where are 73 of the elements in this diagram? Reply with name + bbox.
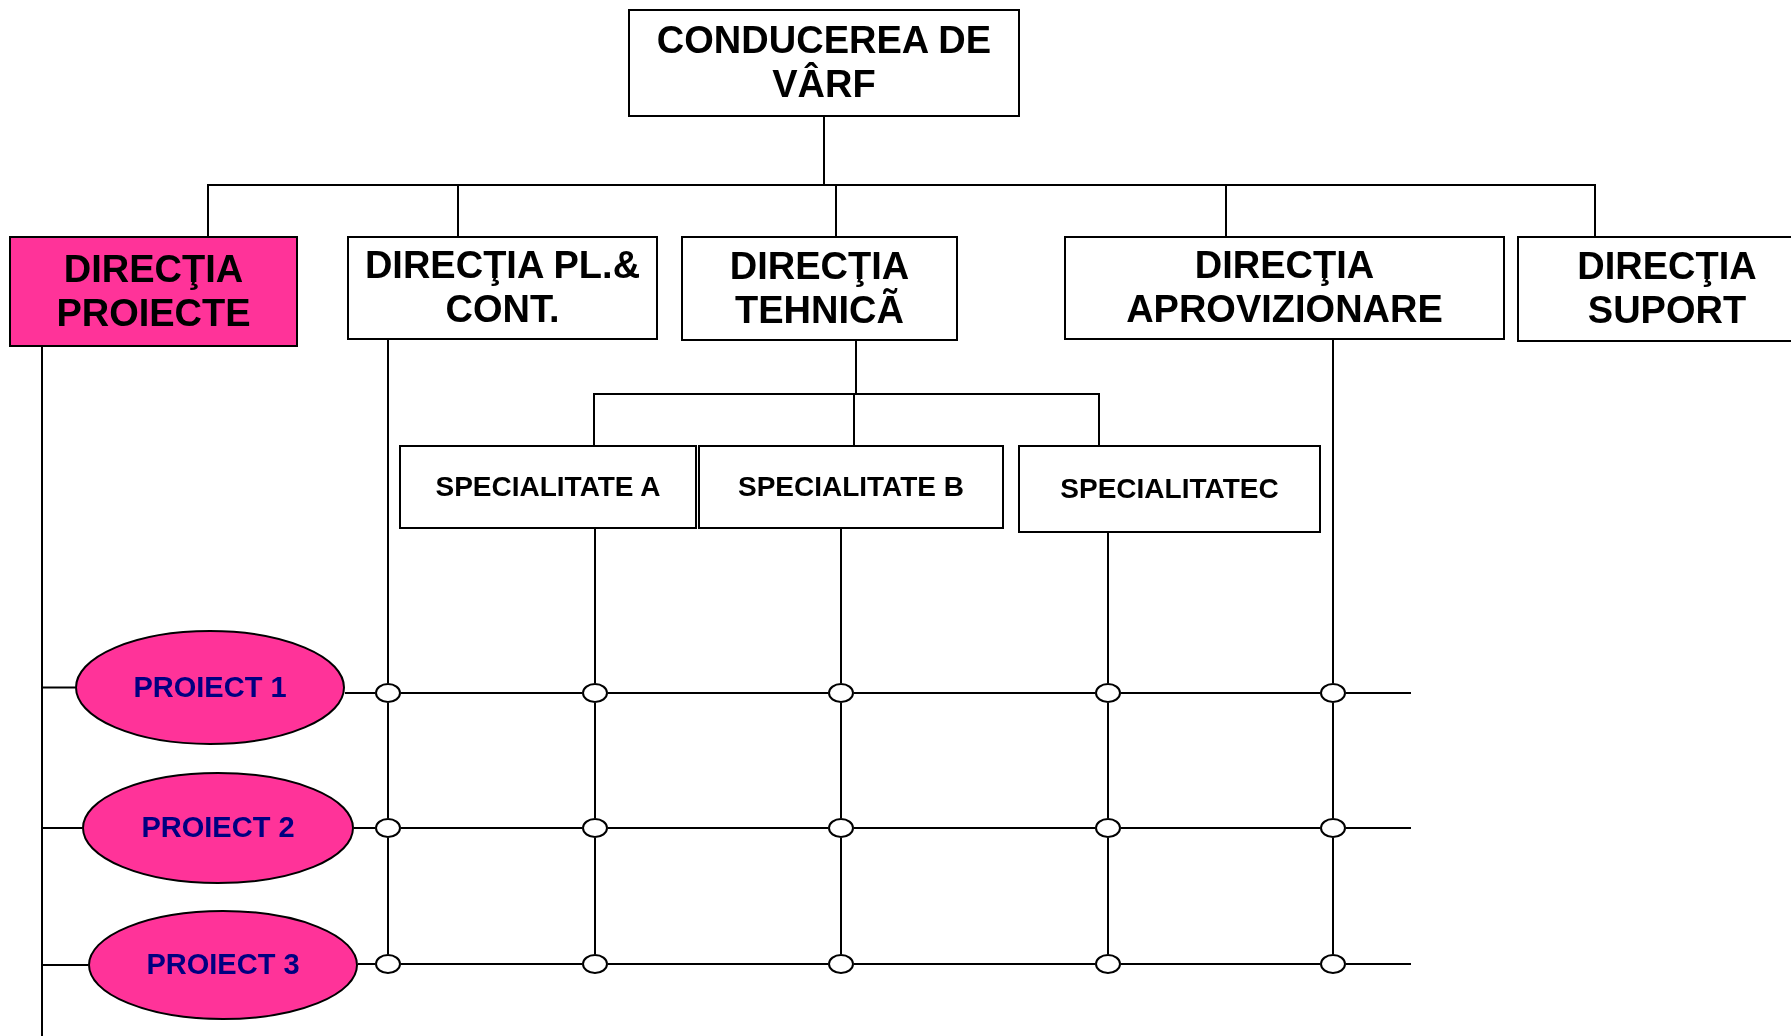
connector-line xyxy=(344,692,376,694)
node-label: DIRECŢIA PL.& CONT. xyxy=(363,244,642,332)
connector-line xyxy=(400,827,583,829)
department-box xyxy=(1064,236,1505,340)
node-label: PROIECT 2 xyxy=(140,811,296,845)
connector-line xyxy=(387,339,389,684)
connector-line xyxy=(387,837,389,955)
junction-circle xyxy=(828,954,854,974)
department-box xyxy=(681,236,958,341)
connector-line xyxy=(1107,837,1109,955)
connector-line xyxy=(840,702,842,819)
node-label: SPECIALITATE B xyxy=(736,470,966,504)
node-label: PROIECT 1 xyxy=(132,670,288,705)
node-label: DIRECŢIA TEHNICÃ xyxy=(728,244,911,333)
junction-circle xyxy=(582,818,608,838)
node-label: CONDUCEREA DE VÂRF xyxy=(655,19,993,107)
node-label: DIRECŢIA SUPORT xyxy=(1576,245,1758,333)
project-ellipse xyxy=(82,772,354,884)
connector-line xyxy=(353,827,376,829)
connector-line xyxy=(1332,339,1334,684)
connector-line xyxy=(1120,963,1321,965)
connector-line xyxy=(853,827,1096,829)
connector-line xyxy=(853,692,1096,694)
junction-circle xyxy=(375,954,401,974)
connector-line xyxy=(1107,702,1109,819)
connector-line xyxy=(594,702,596,819)
connector-line xyxy=(1345,827,1412,829)
junction-circle xyxy=(375,818,401,838)
connector-line xyxy=(607,692,829,694)
connector-line xyxy=(1332,702,1334,819)
connector-line xyxy=(1120,692,1321,694)
connector-line xyxy=(607,827,829,829)
connector-line xyxy=(594,528,596,684)
junction-circle xyxy=(582,954,608,974)
specialty-box xyxy=(1018,445,1321,533)
connector-line xyxy=(357,963,376,965)
connector-line xyxy=(855,340,1100,446)
project-ellipse xyxy=(75,630,345,745)
junction-circle xyxy=(828,683,854,703)
junction-circle xyxy=(1320,818,1346,838)
junction-circle xyxy=(1095,818,1121,838)
node-label: DIRECŢIA APROVIZIONARE xyxy=(1125,244,1444,332)
connector-line xyxy=(1345,963,1412,965)
junction-circle xyxy=(1095,954,1121,974)
connector-line xyxy=(853,963,1096,965)
connector-line xyxy=(1107,532,1109,684)
node-label: SPECIALITATEC xyxy=(1059,472,1280,506)
connector-line xyxy=(1332,837,1334,955)
connector-line xyxy=(1345,692,1412,694)
specialty-box xyxy=(399,445,697,529)
project-ellipse xyxy=(88,910,358,1020)
node-label: SPECIALITATE A xyxy=(434,470,662,504)
connector-line xyxy=(840,528,842,684)
connector-line xyxy=(840,837,842,955)
connector-line xyxy=(594,837,596,955)
junction-circle xyxy=(582,683,608,703)
department-box xyxy=(628,9,1020,117)
node-label: DIRECŢIA PROIECTE xyxy=(55,247,252,336)
department-box xyxy=(1517,236,1791,342)
node-label: PROIECT 3 xyxy=(145,948,301,982)
junction-circle xyxy=(1095,683,1121,703)
connector-line xyxy=(400,963,583,965)
connector-line xyxy=(400,692,583,694)
specialty-box xyxy=(698,445,1004,529)
connector-line xyxy=(1120,827,1321,829)
junction-circle xyxy=(1320,954,1346,974)
connector-line xyxy=(607,963,829,965)
junction-circle xyxy=(828,818,854,838)
connector-line xyxy=(387,702,389,819)
department-box xyxy=(9,236,298,347)
junction-circle xyxy=(375,683,401,703)
junction-circle xyxy=(1320,683,1346,703)
department-box xyxy=(347,236,658,340)
